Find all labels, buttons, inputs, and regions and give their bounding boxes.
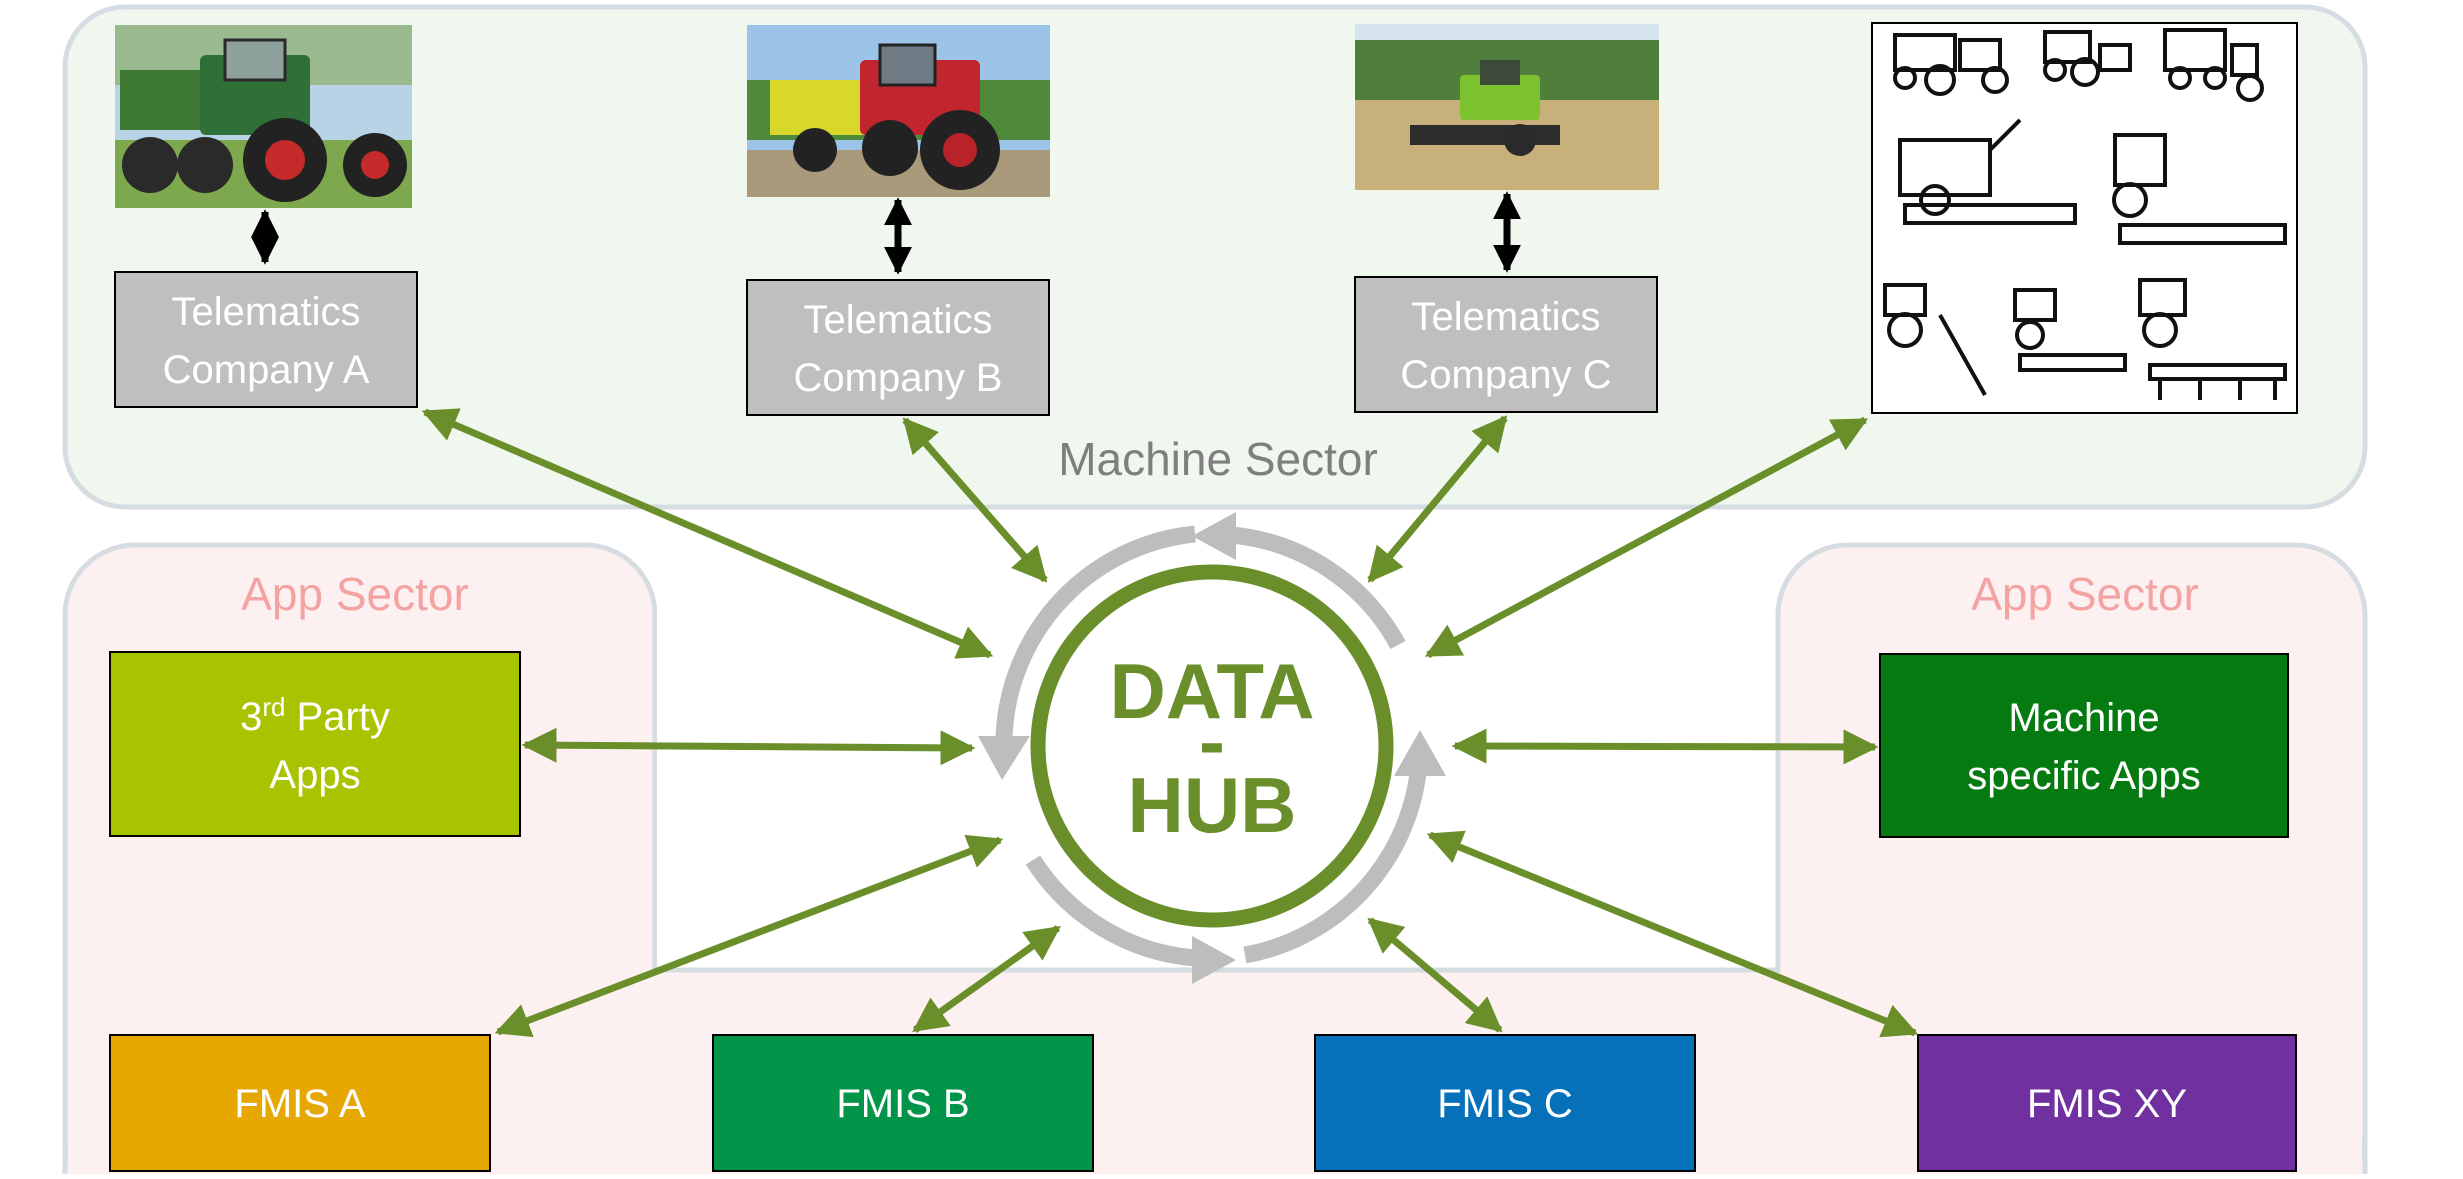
telematics-company-b-box: Telematics Company B: [746, 279, 1050, 416]
arrow-fmis-xy-hub: [1426, 830, 1919, 1038]
fmis-xy-box: FMIS XY: [1917, 1034, 2297, 1172]
tractor-photo-b: [747, 25, 1050, 197]
machine-specific-apps-box: Machine specific Apps: [1879, 653, 2289, 838]
arrow-telematics-b-hub: [902, 417, 1048, 583]
hub-title-data: DATA: [1109, 647, 1314, 735]
arrow-machinery-hub: [1424, 416, 1869, 659]
telematics-b-line2: Company B: [794, 356, 1003, 400]
arrow-third-party-hub: [521, 727, 976, 766]
machine-sector-panel: [62, 4, 2368, 510]
fmis-c-label: FMIS C: [1437, 1082, 1573, 1126]
hub-inner-ring: [1030, 564, 1394, 928]
telematics-company-c-box: Telematics Company C: [1354, 276, 1658, 413]
app-sector-right-title: App Sector: [1971, 568, 2199, 620]
telematics-b-line1: Telematics: [804, 298, 993, 342]
fmis-a-box: FMIS A: [109, 1034, 491, 1172]
third-party-apps-box: 3rd Party Apps: [109, 651, 521, 837]
machinery-illustration: [1871, 22, 2298, 414]
telematics-c-line1: Telematics: [1412, 295, 1601, 339]
fmis-b-label: FMIS B: [836, 1082, 969, 1126]
arrow-telematics-a-hub: [421, 408, 994, 659]
fmis-c-box: FMIS C: [1314, 1034, 1696, 1172]
combine-harvester-photo: [1355, 24, 1659, 190]
fmis-xy-label: FMIS XY: [2027, 1082, 2187, 1126]
machine-apps-line2: specific Apps: [1967, 754, 2200, 798]
arrow-fmis-b-hub: [912, 925, 1061, 1033]
arrow-machine-apps-hub: [1451, 728, 1879, 765]
third-party-apps-line2: Apps: [269, 753, 360, 797]
fmis-a-label: FMIS A: [234, 1082, 365, 1126]
machine-sector-title: Machine Sector: [1058, 433, 1378, 485]
telematics-a-line2: Company A: [163, 348, 370, 392]
hub-title-hub: HUB: [1128, 761, 1297, 849]
third-party-apps-line1: 3rd Party: [240, 692, 390, 739]
data-hub: DATA - HUB: [978, 512, 1446, 984]
tractor-photo-a: [115, 25, 412, 208]
hub-ring-arrowheads: [978, 512, 1446, 984]
telematics-c-line2: Company C: [1400, 353, 1611, 397]
hub-rotation-ring: [995, 525, 1428, 967]
arrow-fmis-a-hub: [494, 834, 1004, 1038]
app-sector-left-title: App Sector: [241, 568, 469, 620]
fmis-b-box: FMIS B: [712, 1034, 1094, 1172]
machine-apps-line1: Machine: [2008, 696, 2159, 740]
hub-title-dash: -: [1199, 697, 1225, 785]
telematics-company-a-box: Telematics Company A: [114, 271, 418, 408]
telematics-a-line1: Telematics: [172, 290, 361, 334]
